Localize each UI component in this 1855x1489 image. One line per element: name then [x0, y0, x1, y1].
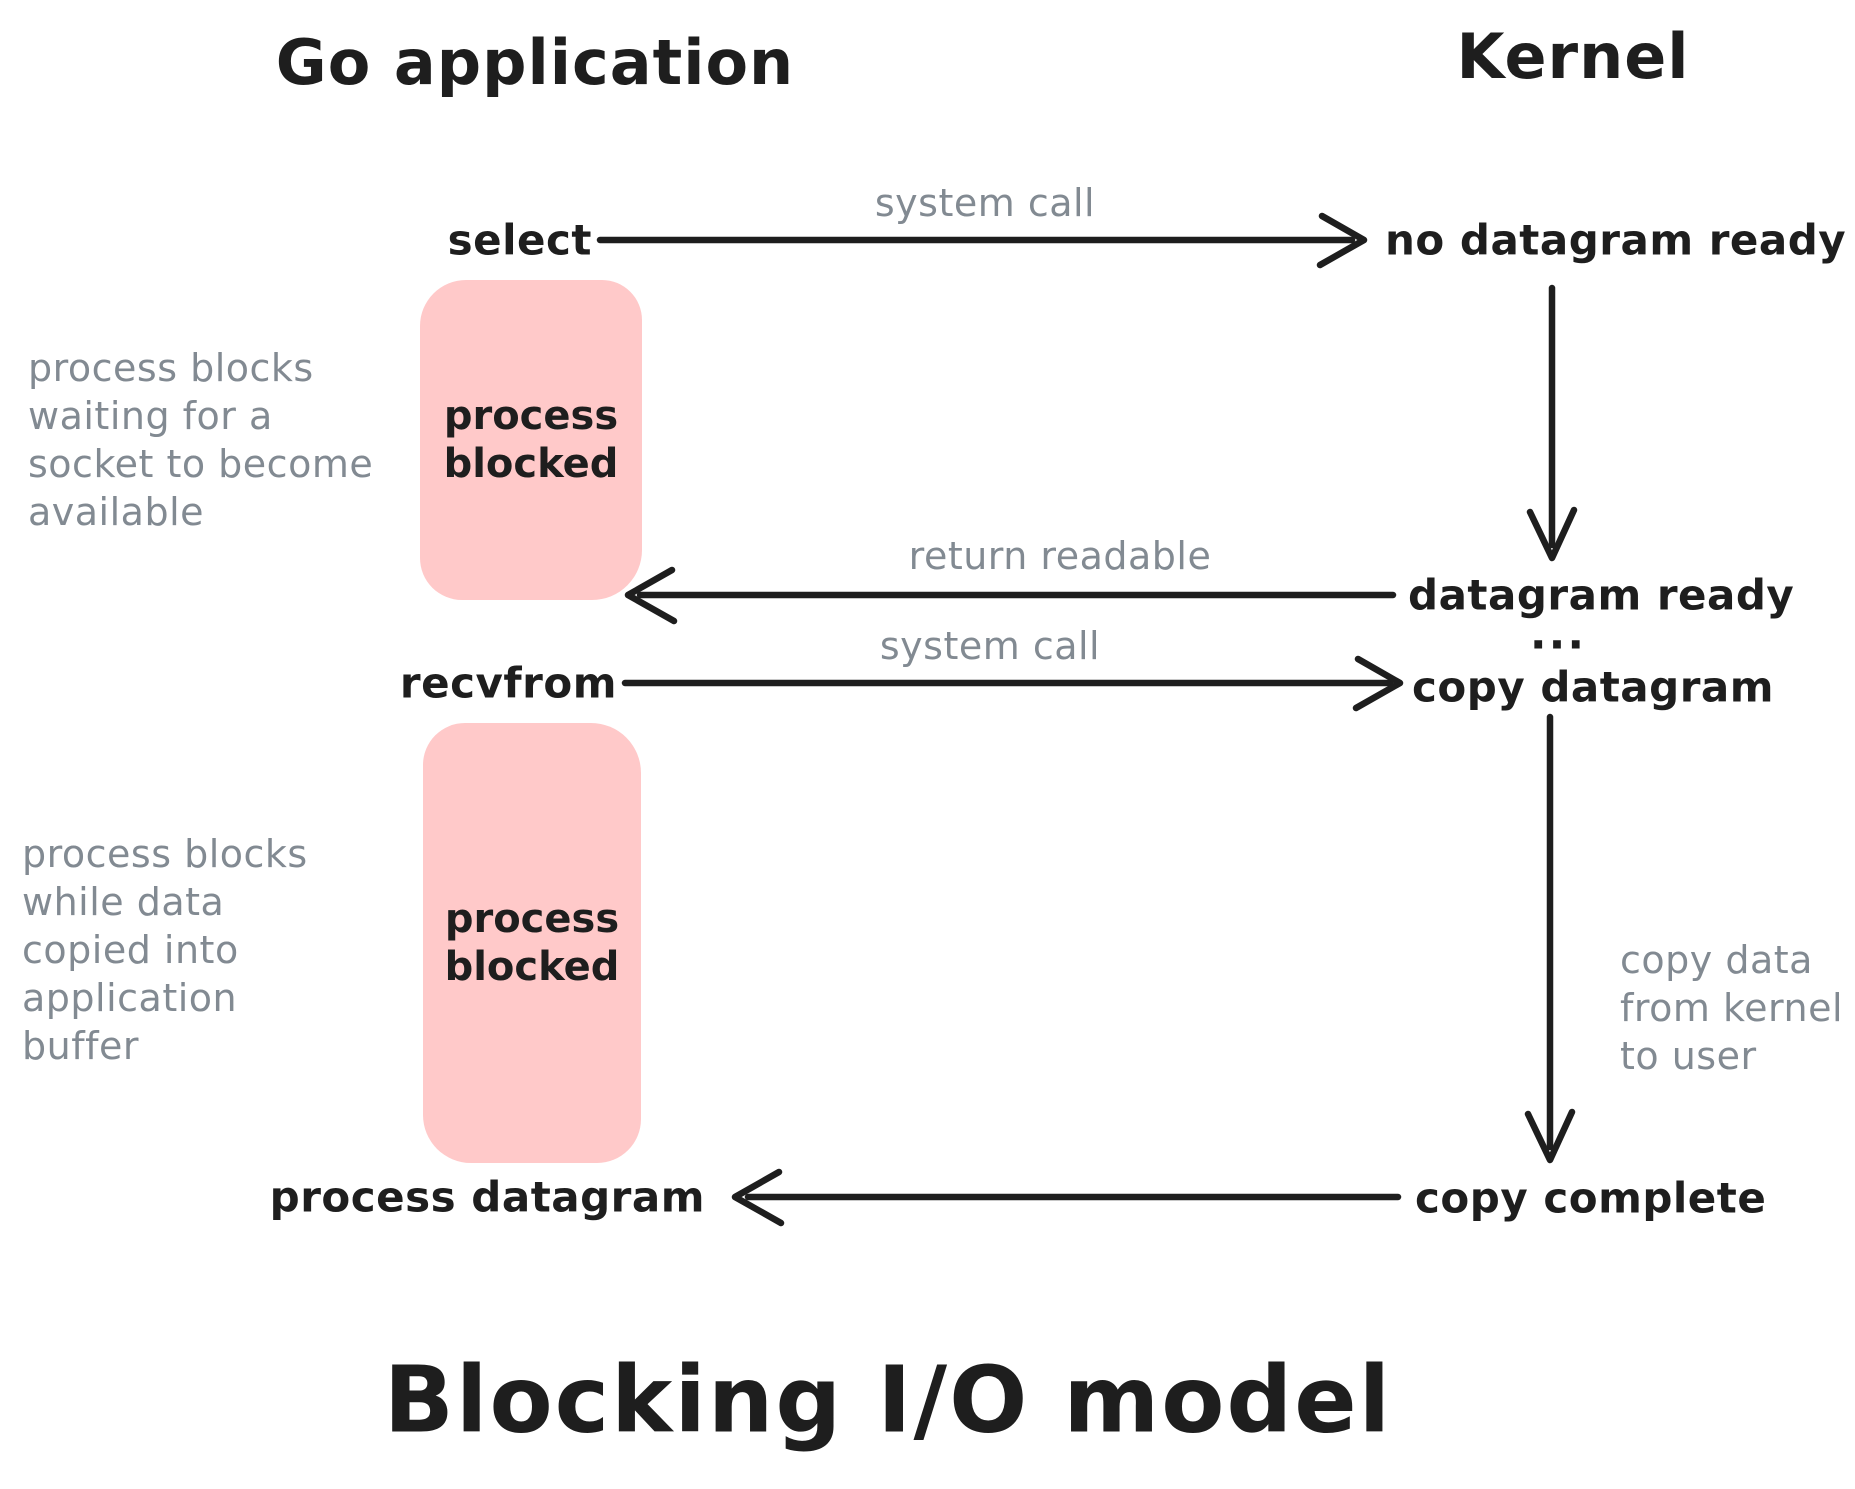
node-no-datagram-ready: no datagram ready [1385, 215, 1847, 265]
process-blocked-label: process blocked [445, 895, 620, 991]
annotation-line: copied into [22, 928, 239, 972]
arrow-system-call-1-head [1316, 212, 1368, 269]
process-blocked-block-1: process blocked [420, 280, 642, 600]
annotation-line: waiting for a [28, 394, 273, 438]
annotation-line: to user [1620, 1034, 1757, 1078]
arrow-kernel-wait-head [1526, 506, 1578, 562]
node-copy-complete: copy complete [1415, 1173, 1767, 1223]
header-go-application: Go application [275, 26, 795, 99]
label-system-call-1: system call [874, 181, 1096, 225]
annotation-line: from kernel [1620, 986, 1844, 1030]
arrow-system-call-2-head [1352, 655, 1404, 712]
annotation-line: socket to become [28, 442, 374, 486]
node-process-datagram: process datagram [269, 1172, 705, 1222]
annotation-line: available [28, 490, 205, 534]
label-system-call-2: system call [879, 624, 1101, 668]
node-select: select [447, 215, 592, 265]
annotation-line: copy data [1620, 938, 1813, 982]
node-recvfrom: recvfrom [399, 658, 617, 708]
node-datagram-ready: datagram ready [1408, 570, 1795, 620]
header-kernel: Kernel [1456, 20, 1690, 93]
process-blocked-label: process blocked [444, 392, 619, 488]
node-copy-datagram: copy datagram [1412, 662, 1775, 712]
block-label-line: process [443, 393, 619, 439]
annotation-line: process blocks [22, 832, 308, 876]
annotation-line: buffer [22, 1024, 139, 1068]
arrow-return-readable-head [624, 566, 678, 625]
arrow-copy-data-head [1524, 1108, 1576, 1164]
arrow-copy-complete-head [731, 1168, 785, 1227]
annotation-line: process blocks [28, 346, 314, 390]
annotation-line: application [22, 976, 238, 1020]
diagram-title: Blocking I/O model [383, 1346, 1393, 1454]
label-return-readable: return readable [908, 534, 1212, 578]
ellipsis-between-states: ... [1529, 608, 1587, 660]
process-blocked-block-2: process blocked [423, 723, 641, 1163]
annotation-process-blocks-copy: process blocks while data copied into ap… [22, 830, 308, 1070]
annotation-copy-data-kernel: copy data from kernel to user [1620, 936, 1843, 1080]
block-label-line: process [444, 896, 620, 942]
annotation-process-blocks-waiting: process blocks waiting for a socket to b… [28, 344, 373, 536]
annotation-line: while data [22, 880, 225, 924]
block-label-line: blocked [443, 441, 619, 487]
block-label-line: blocked [444, 944, 620, 990]
